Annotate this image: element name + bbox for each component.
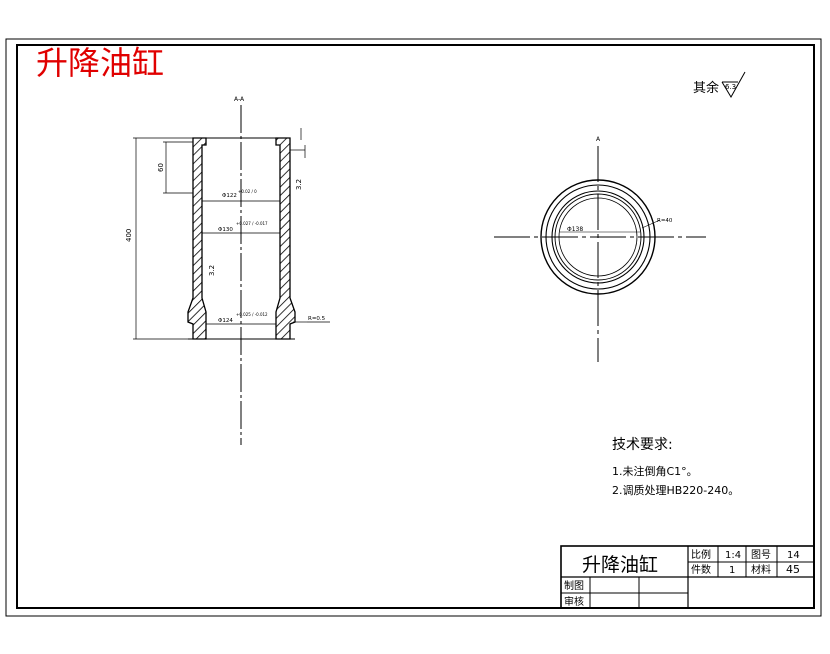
bore-mid-value: Φ130 — [218, 227, 233, 233]
tech-item-1: 1.未注倒角C1°。 — [612, 464, 698, 478]
outer-frame — [5, 38, 822, 617]
mid-circle — [551, 190, 645, 284]
left-wall — [187, 137, 207, 340]
title-block-name: 升降油缸 — [582, 554, 658, 576]
section-label: A-A — [234, 96, 245, 103]
bore-top-value: Φ122 — [222, 193, 237, 199]
drawing-no-value: 14 — [787, 550, 800, 561]
drawing-title: 升降油缸 — [36, 44, 164, 82]
roughness-note: 其余 6.3 — [693, 71, 746, 98]
top-recess-value: 60 — [157, 163, 165, 172]
inner-circle — [554, 193, 642, 281]
title-block: 升降油缸 比例 1:4 图号 14 件数 1 材料 45 制图 审核 — [560, 545, 815, 609]
roughness-right-value: 3.2 — [295, 179, 303, 190]
right-wall — [275, 137, 296, 340]
roughness-symbol-icon: 6.3 — [721, 71, 746, 98]
material-label: 材料 — [751, 563, 771, 576]
scale-label: 比例 — [691, 548, 711, 561]
end-view: A Φ138 R=40 — [494, 136, 706, 362]
checked-label: 审核 — [564, 595, 584, 608]
end-view-outer-dim: R=40 — [657, 218, 673, 224]
chamfer-note: R=0.5 — [308, 316, 326, 322]
end-view-inner-dim: Φ138 — [567, 226, 583, 233]
roughness-symbol-value: 6.3 — [725, 83, 736, 91]
bore-bottom-value: Φ124 — [218, 318, 233, 324]
tech-heading: 技术要求: — [612, 437, 673, 453]
overall-height-value: 400 — [125, 229, 133, 242]
section-view: A-A 400 60 Φ122 +0.02 / 0 Φ130 +0.027 / … — [125, 96, 330, 445]
qty-value: 1 — [729, 565, 735, 576]
bore-bottom-tol: +0.025 / -0.012 — [236, 312, 268, 317]
end-view-label: A — [596, 136, 601, 143]
scale-value: 1:4 — [725, 550, 741, 561]
qty-label: 件数 — [691, 563, 711, 576]
outer-circle-2 — [545, 184, 651, 290]
bore-mid-tol: +0.027 / -0.017 — [236, 221, 268, 226]
bore-circle — [558, 197, 638, 277]
roughness-note-label: 其余 — [693, 80, 719, 96]
roughness-inner-value: 3.2 — [208, 265, 216, 276]
tech-item-2: 2.调质处理HB220-240。 — [612, 484, 739, 497]
inner-frame — [16, 44, 815, 609]
bore-top-tol: +0.02 / 0 — [238, 189, 257, 194]
tech-requirements: 技术要求: 1.未注倒角C1°。 2.调质处理HB220-240。 — [612, 437, 739, 497]
drawn-label: 制图 — [564, 579, 584, 592]
drawing-no-label: 图号 — [751, 549, 771, 561]
material-value: 45 — [786, 563, 800, 576]
outer-circle — [540, 179, 656, 295]
